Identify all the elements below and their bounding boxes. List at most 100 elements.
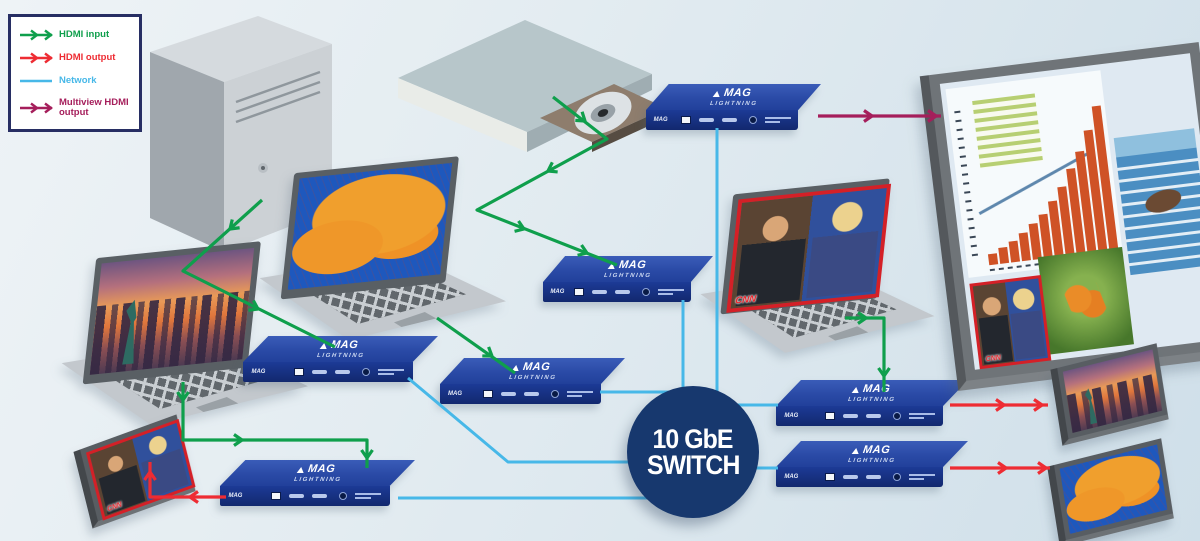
hdmi-port [312,370,328,374]
mag-front-logo: MAG [448,391,463,397]
mag-front-panel: MAG [646,110,799,130]
power-button [339,492,348,500]
dvd-player [398,20,666,152]
cnn-logo: CNN [734,293,757,307]
mag-brand-logo: MAG [297,463,336,475]
mag-front-panel: MAG [243,362,413,382]
mag-box-cnn-transceiver: MAG LIGHTNING MAG [220,460,415,506]
hdmi-port [335,370,351,374]
mag-brand-text: MAG [723,86,753,99]
mag-front-logo: MAG [251,369,266,375]
mag-brand-text: MAG [522,360,552,373]
mag-model-label: LIGHTNING [709,100,758,107]
chart-bars [969,86,1118,266]
mag-brand-text: MAG [862,443,891,456]
multiview-screen: CNN [939,53,1200,370]
mag-box-right-upper-decoder: MAG LIGHTNING MAG [776,380,968,426]
chart-window [945,69,1124,278]
mag-model-label: LIGHTNING [316,352,365,359]
model-tag [355,493,382,499]
mag-box-map-encoder: MAG LIGHTNING MAG [440,358,625,404]
hdmi-port [865,475,881,479]
power-button [892,473,901,481]
mag-logo-swoosh [607,262,620,268]
hdmi-port [312,494,328,498]
model-tag [764,117,791,123]
model-tag [908,413,935,419]
display-map-output [1047,438,1174,541]
model-tag [908,474,935,480]
hdmi-port [591,290,607,294]
mag-model-label: LIGHTNING [847,457,897,464]
power-button [748,116,757,124]
mag-front-panel: MAG [440,384,601,404]
cnn-news-image: CNN [726,183,892,313]
news-anchor-female [1007,282,1046,360]
mag-box-right-lower-decoder: MAG LIGHTNING MAG [776,441,968,487]
mag-brand-logo: MAG [713,86,753,99]
laptop-screen [280,156,459,300]
mag-front-logo: MAG [784,474,799,480]
mag-top-panel: MAG LIGHTNING [776,380,968,406]
mag-top-panel: MAG LIGHTNING [243,336,438,362]
mag-brand-logo: MAG [607,258,647,271]
trackpad [196,397,252,423]
legend-label: Multiview HDMI output [59,97,129,119]
hdmi-port [698,118,714,122]
usb-port [824,412,835,420]
mag-front-panel: MAG [543,282,691,302]
mag-front-logo: MAG [228,493,243,499]
mag-box-tower-encoder: MAG LIGHTNING MAG [243,336,438,382]
mag-brand-logo: MAG [512,360,552,373]
mag-top-panel: MAG LIGHTNING [220,460,415,486]
hdmi-port [523,392,539,396]
blue-line-icon [20,79,52,83]
legend-item-hdmi-output: HDMI output [19,52,131,64]
legend-item-network: Network [19,75,131,87]
trackpad [828,326,882,351]
usb-port [271,492,282,500]
magenta-arrow-icon [20,102,53,114]
mag-box-multiview-decoder: MAG LIGHTNING MAG [646,84,821,130]
legend-label: HDMI output [59,51,116,63]
network-switch: 10 GbE SWITCH [627,386,759,518]
mag-brand-text: MAG [330,338,360,351]
hdmi-port [842,414,858,418]
news-anchor-female [806,193,882,298]
switch-label-line1: 10 GbE [652,423,734,454]
usb-port [482,390,493,398]
hdmi-port [500,392,516,396]
switch-label-line2: SWITCH [646,450,740,480]
hdmi-port [721,118,737,122]
model-tag [378,369,405,375]
mag-brand-logo: MAG [320,338,360,351]
news-anchor-female [135,426,189,499]
cd-disc [574,91,632,135]
legend: HDMI input HDMI output Network Multiview… [8,14,142,132]
power-button [362,368,371,376]
mag-model-label: LIGHTNING [508,374,557,381]
laptop-map-source [236,156,506,348]
power-button [641,288,650,296]
mag-logo-swoosh [851,447,864,453]
mag-top-panel: MAG LIGHTNING [776,441,968,467]
mag-model-label: LIGHTNING [847,396,897,403]
usb-port [573,288,584,296]
mag-front-logo: MAG [550,289,565,295]
usb-port [294,368,305,376]
mag-front-logo: MAG [653,117,668,123]
legend-item-multiview-output: Multiview HDMI output [19,97,131,119]
mag-brand-text: MAG [862,382,891,395]
laptop-screen: CNN [720,178,892,315]
news-anchor-male [735,204,810,307]
legend-label: HDMI input [59,28,110,40]
mag-front-panel: MAG [776,406,944,426]
hdmi-port [865,414,881,418]
laptop-cnn-source: CNN [678,178,935,361]
gis-map-image [1059,444,1168,534]
mag-brand-text: MAG [618,258,647,271]
mag-front-panel: MAG [220,486,390,506]
legend-label: Network [59,74,97,86]
model-tag [657,289,684,295]
